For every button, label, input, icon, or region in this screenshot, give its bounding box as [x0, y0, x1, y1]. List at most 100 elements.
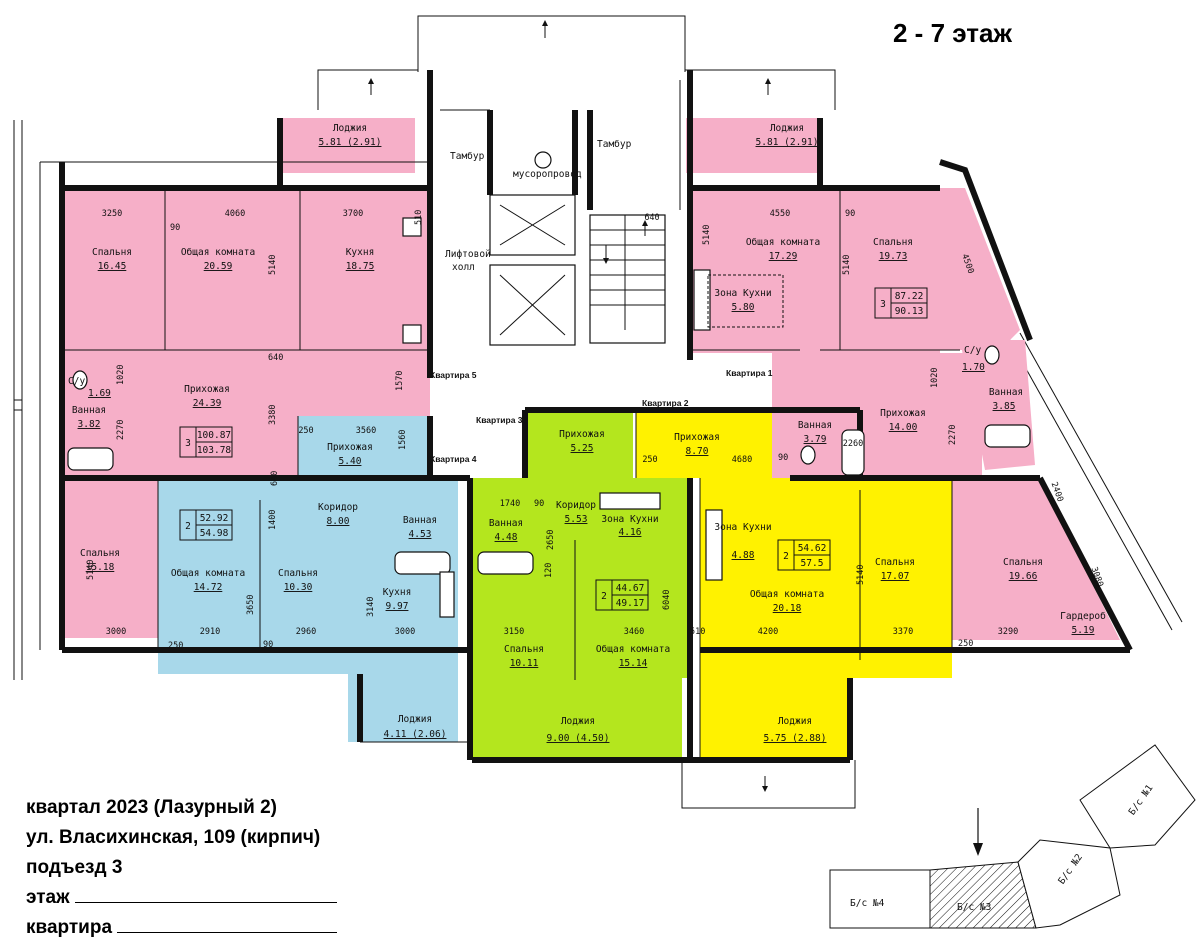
apt5-dim-6: 3380: [268, 405, 278, 425]
apt4-dim-7: 2960: [296, 627, 316, 637]
apt1-dim-7: 2270: [948, 425, 958, 445]
apt1-dim-2: 4550: [770, 209, 790, 219]
apt2-bedroom-area: 17.07: [881, 571, 910, 582]
apt1-living-area: 17.29: [769, 251, 798, 262]
apt3-kitchen-zone-name: Зона Кухни: [601, 514, 658, 525]
apt3-dim-2: 2650: [546, 530, 556, 550]
keyplan-arrow-icon: [973, 843, 983, 856]
apartment-1-label: Квартира 1: [726, 368, 773, 378]
apt1-bedroom-ext-fill: [940, 188, 1020, 350]
apt5-dim-1: 3250: [102, 209, 122, 219]
apt3-bedroom-name: Спальня: [504, 644, 544, 655]
apt1-living-name: Общая комната: [746, 237, 820, 248]
apt2-living-area-total: 54.62: [798, 543, 827, 554]
stairwell: [589, 214, 666, 344]
apt3-bathtub-icon: [477, 551, 534, 575]
apt5-dim-4: 5140: [268, 255, 278, 275]
apt2-bath-area: 3.79: [804, 434, 827, 445]
apt4-dim-8: 3000: [395, 627, 415, 637]
apt4-dim-5: 3140: [366, 597, 376, 617]
apt3-dim-8: 510: [690, 627, 705, 637]
apt4-hall-name: Прихожая: [327, 442, 373, 453]
apartment-number-labels: Квартира 1 Квартира 2 Квартира 3 Квартир…: [430, 368, 773, 464]
apt1-loggia-name: Лоджия: [770, 123, 804, 134]
apt4-dim-1: 3560: [356, 426, 376, 436]
apt2-hall-area: 8.70: [686, 446, 709, 457]
apt5-kitchen-area: 18.75: [346, 261, 375, 272]
apt3-loggia-name: Лоджия: [561, 716, 595, 727]
apt2-bathtub-icon: [841, 429, 865, 476]
apt5-dim-2: 4060: [225, 209, 245, 219]
key-plan: Б/с №4 Б/с №3 Б/с №2 Б/с №1: [829, 744, 1196, 929]
apt1-dim-9: 3290: [998, 627, 1018, 637]
apt2-rooms: 2: [783, 551, 789, 562]
apt4-total-area: 54.98: [200, 528, 229, 539]
apt2-dim-5: 4200: [758, 627, 778, 637]
keyplan-label-4: Б/с №4: [850, 898, 885, 909]
fixtures: [67, 217, 1031, 618]
apt2-rooms-fill: [700, 478, 952, 678]
apt5-dim-13: 510: [414, 210, 424, 225]
lift-hall-label-1: Лифтовой: [445, 249, 491, 260]
apt5-dim-8: 1020: [116, 365, 126, 385]
apt1-kitchen-unit-icon: [693, 269, 711, 331]
apt5-toilet-name: С/у: [68, 376, 85, 387]
apt3-kitchen-unit-icon: [599, 492, 661, 510]
chute-label: мусоропровод: [513, 169, 582, 180]
apt1-bathtub-icon: [984, 424, 1031, 448]
apt5-bedroom1-area: 16.45: [98, 261, 127, 272]
apartment-input-line[interactable]: [117, 914, 338, 933]
apt1-bedroom1-name: Спальня: [873, 237, 913, 248]
info-apartment-row: квартира: [26, 913, 338, 943]
apt5-living-name: Общая комната: [181, 247, 255, 258]
apt1-bedroom2-area: 19.66: [1009, 571, 1038, 582]
apt3-loggia-area: 9.00 (4.50): [547, 733, 610, 744]
apt2-bath-name: Ванная: [798, 420, 832, 431]
apt4-hall-fill: [298, 416, 428, 476]
apt3-total-area: 49.17: [616, 598, 645, 609]
apartment-2[interactable]: [636, 412, 952, 760]
apt1-kitchen-zone-area: 5.80: [732, 302, 755, 313]
apt1-kitchen-zone-outline: [707, 274, 784, 328]
apt3-corridor-name: Коридор: [556, 500, 596, 511]
apartment-3-labels: Прихожая 5.25 Ванная 4.48 Коридор 5.53 З…: [489, 429, 706, 744]
apt5-toilet-area: 1.69: [88, 388, 111, 399]
tambur-left-label: Тамбур: [450, 151, 485, 162]
apt3-bath-name: Ванная: [489, 518, 523, 529]
apartment-1[interactable]: [686, 118, 1120, 640]
apt4-bath-area: 4.53: [409, 529, 432, 540]
floor-input-line[interactable]: [74, 884, 337, 903]
apt4-dim-10: 640: [270, 471, 280, 486]
apt5-dim-3: 3700: [343, 209, 363, 219]
apt2-dim-1: 4680: [732, 455, 752, 465]
apt4-bathtub-icon: [394, 551, 451, 575]
apt4-rooms: 2: [185, 521, 191, 532]
apt5-loggia-fill: [280, 118, 415, 173]
apt2-kitchen-unit-icon: [705, 509, 723, 581]
apt1-bedroom2-fill: [952, 478, 1120, 640]
apt3-living-area-total: 44.67: [616, 583, 645, 594]
entrance-arrows: [368, 20, 771, 792]
apt4-loggia-area: 4.11 (2.06): [384, 729, 447, 740]
apt1-dim-1: 640: [644, 213, 659, 223]
apartment-3[interactable]: [472, 412, 690, 760]
apt5-loggia-area: 5.81 (2.91): [319, 137, 382, 148]
apt3-bath-area: 4.48: [495, 532, 518, 543]
apt1-dim-3: 5140: [702, 225, 712, 245]
apt3-rooms-fill: [472, 478, 690, 678]
apt4-corridor-area: 8.00: [327, 516, 350, 527]
apt3-kitchen-zone-area: 4.16: [619, 527, 642, 538]
apt2-loggia-fill: [700, 678, 850, 760]
apt3-bedroom-area: 10.11: [510, 658, 539, 669]
keyplan-section-2: [1017, 839, 1121, 929]
apt3-rooms: 2: [601, 591, 607, 602]
apt1-dim-11: 250: [958, 639, 973, 649]
apt5-hall-name: Прихожая: [184, 384, 230, 395]
apt2-living-name: Общая комната: [750, 589, 824, 600]
info-entrance: подъезд 3: [26, 857, 123, 878]
apt4-living-area: 14.72: [194, 582, 223, 593]
apt3-dim-5: 3460: [624, 627, 644, 637]
apt1-toilet-icon: [984, 345, 1000, 365]
apt1-bedroom1-area: 19.73: [879, 251, 908, 262]
